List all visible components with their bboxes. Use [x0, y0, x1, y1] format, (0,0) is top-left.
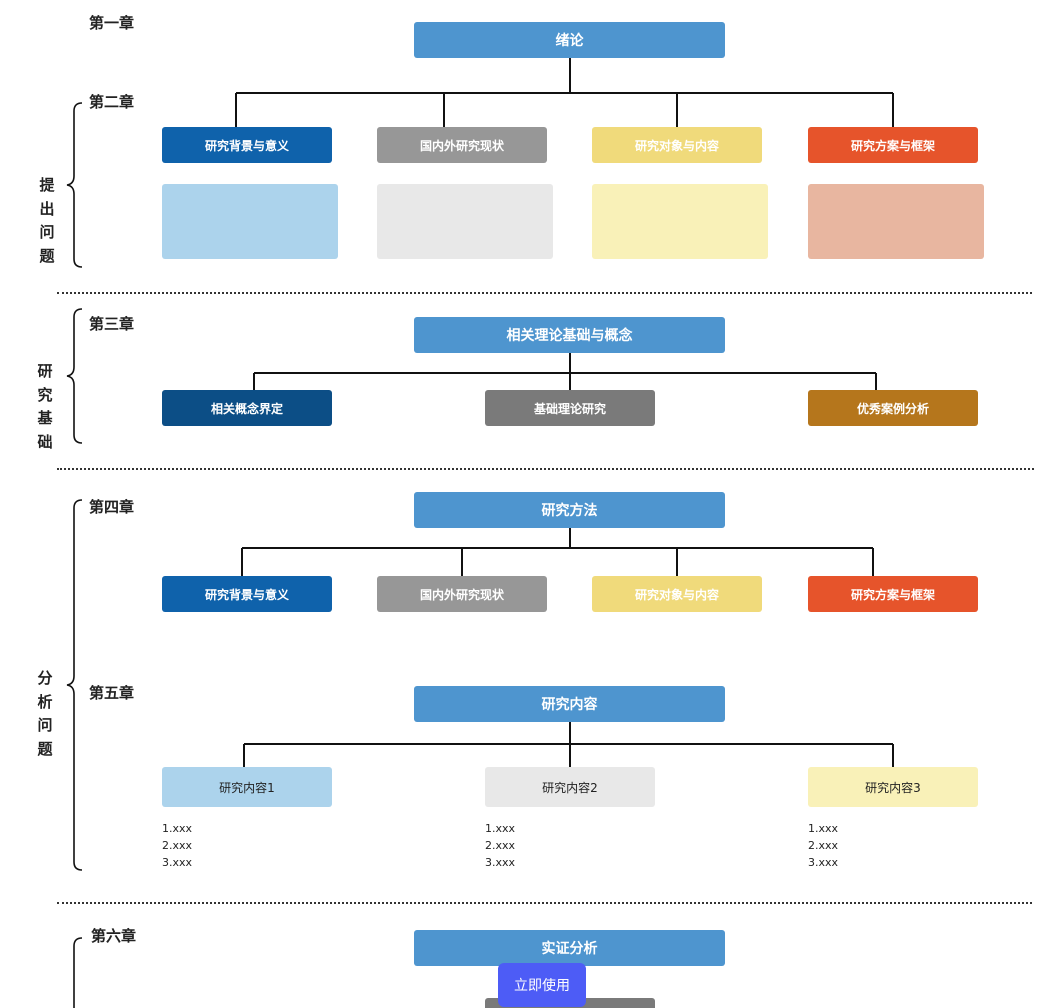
chapter-6-label: 第六章 — [91, 927, 137, 945]
root-node-content: 研究内容 — [414, 686, 725, 722]
node-content-2: 研究内容2 — [485, 767, 655, 807]
placeholder-panel-orange — [808, 184, 984, 259]
list-item: 3.xxx — [162, 856, 193, 869]
list-item: 2.xxx — [485, 839, 516, 852]
root-node-theory: 相关理论基础与概念 — [414, 317, 725, 353]
node-cases: 优秀案例分析 — [808, 390, 978, 426]
list-item: 1.xxx — [808, 822, 839, 835]
content-items-3: 1.xxx 2.xxx 3.xxx — [808, 820, 838, 871]
chapter-2-label: 第二章 — [89, 93, 135, 111]
section-divider — [57, 292, 1032, 294]
chapter-5-label: 第五章 — [89, 684, 135, 702]
node-plan: 研究方案与框架 — [808, 576, 978, 612]
use-now-button[interactable]: 立即使用 — [498, 963, 586, 1007]
list-item: 1.xxx — [485, 822, 516, 835]
node-status: 国内外研究现状 — [377, 576, 547, 612]
section-label-raise-problem: 提出问题 — [39, 176, 55, 265]
chapter-3-label: 第三章 — [89, 315, 135, 333]
placeholder-panel-yellow — [592, 184, 768, 259]
node-background: 研究背景与意义 — [162, 127, 332, 163]
list-item: 1.xxx — [162, 822, 193, 835]
section-divider — [57, 902, 1032, 904]
list-item: 3.xxx — [485, 856, 516, 869]
chapter-1-label: 第一章 — [89, 14, 135, 32]
content-items-1: 1.xxx 2.xxx 3.xxx — [162, 820, 192, 871]
root-node-methods: 研究方法 — [414, 492, 725, 528]
section-divider — [57, 468, 1034, 470]
node-content-1: 研究内容1 — [162, 767, 332, 807]
node-content-3: 研究内容3 — [808, 767, 978, 807]
root-node-introduction: 绪论 — [414, 22, 725, 58]
section-label-research-basis: 研究基础 — [37, 362, 53, 451]
section-label-analyze-problem: 分析问题 — [37, 669, 53, 758]
node-theory: 基础理论研究 — [485, 390, 655, 426]
node-object: 研究对象与内容 — [592, 127, 762, 163]
content-items-2: 1.xxx 2.xxx 3.xxx — [485, 820, 515, 871]
placeholder-panel-gray — [377, 184, 553, 259]
node-object: 研究对象与内容 — [592, 576, 762, 612]
root-node-empirical: 实证分析 — [414, 930, 725, 966]
chapter-4-label: 第四章 — [89, 498, 135, 516]
node-background: 研究背景与意义 — [162, 576, 332, 612]
list-item: 2.xxx — [808, 839, 839, 852]
list-item: 2.xxx — [162, 839, 193, 852]
node-status: 国内外研究现状 — [377, 127, 547, 163]
list-item: 3.xxx — [808, 856, 839, 869]
node-plan: 研究方案与框架 — [808, 127, 978, 163]
node-concepts: 相关概念界定 — [162, 390, 332, 426]
placeholder-panel-blue — [162, 184, 338, 259]
